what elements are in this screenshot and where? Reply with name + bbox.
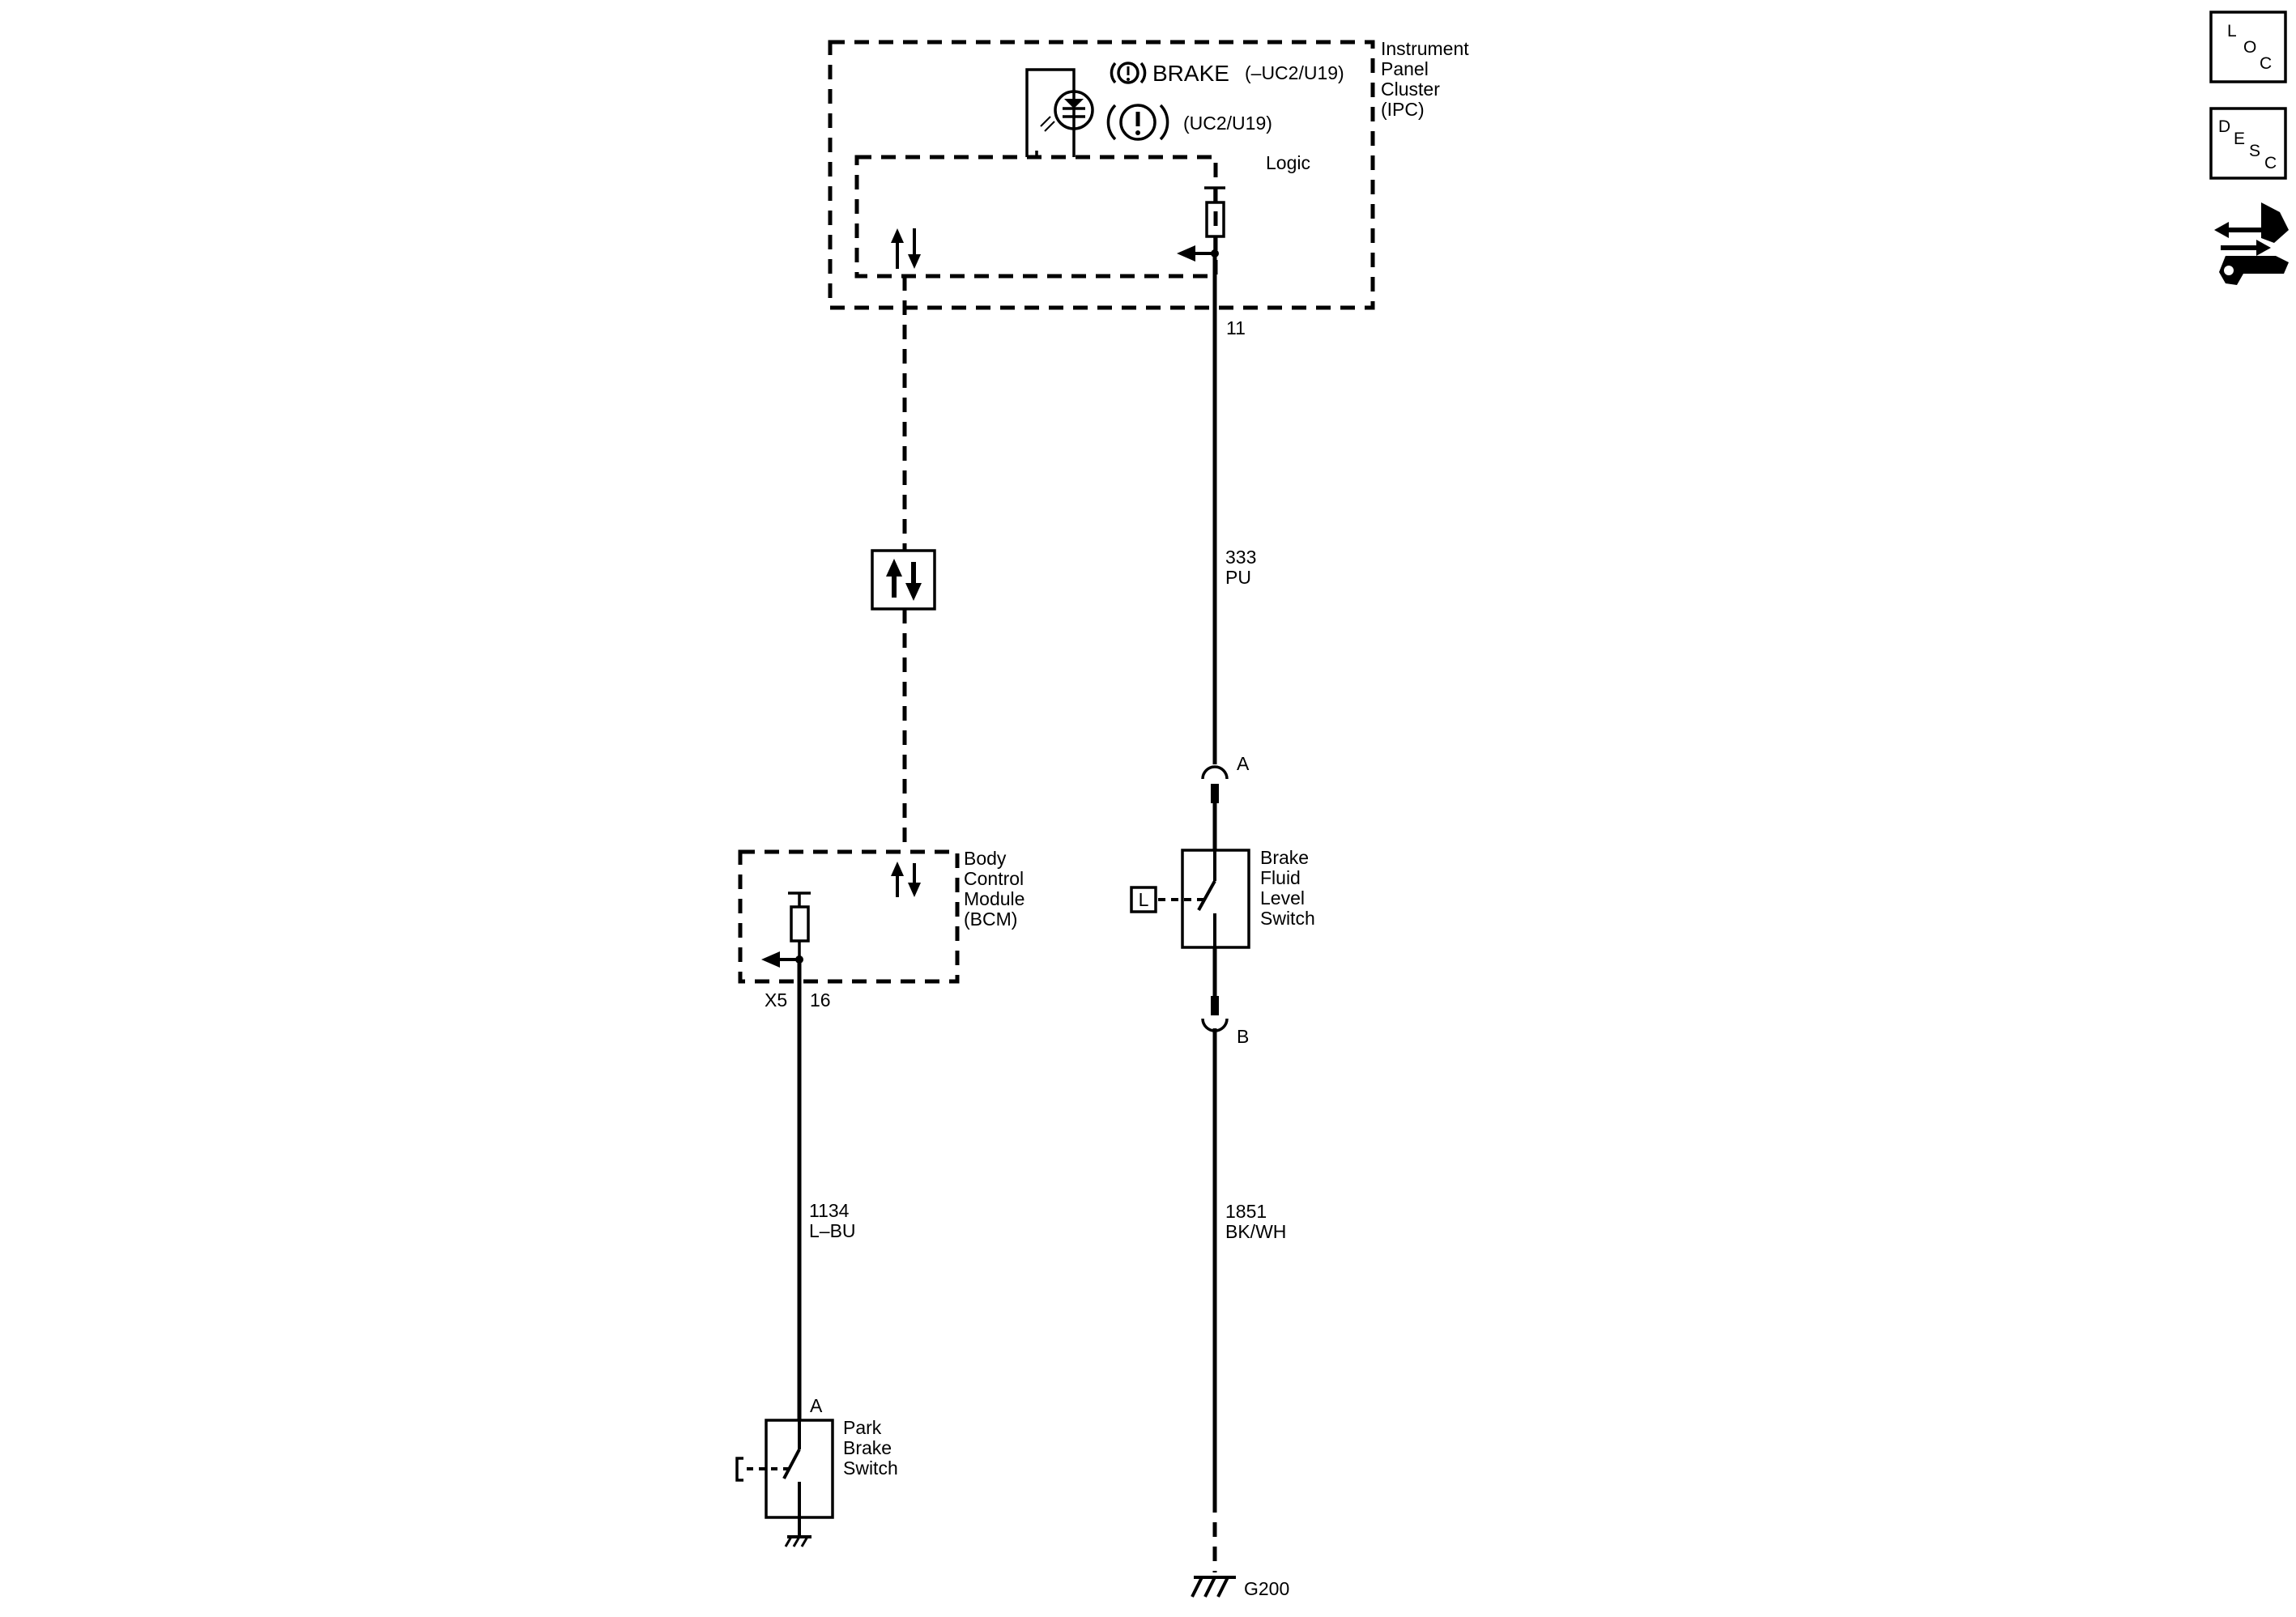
ipc-name: Instrument: [1381, 38, 1469, 59]
instrument-panel-cluster: Instrument Panel Cluster (IPC) Logic BRA…: [828, 38, 1469, 338]
switch-name: Switch: [843, 1457, 898, 1479]
indicator2-option: (UC2/U19): [1183, 113, 1272, 134]
ground-g200: G200: [1191, 1576, 1289, 1599]
switch-pin: A: [810, 1395, 823, 1416]
pedal-bracket: [735, 1457, 743, 1482]
bcm-input-circuit: [761, 891, 811, 968]
bcm-outline: [738, 849, 960, 984]
brake-indicator-lamp: [1025, 68, 1094, 157]
ipc-input-circuit: [1177, 186, 1225, 262]
loc-letter: L: [2227, 22, 2237, 40]
ground-name: G200: [1244, 1578, 1289, 1599]
ipc-name: Cluster: [1381, 79, 1440, 100]
brake-fluid-level-switch: A L Brake Fluid Level Switch B: [1130, 753, 1315, 1047]
indicator1-option: (–UC2/U19): [1245, 62, 1344, 83]
logic-label: Logic: [1266, 152, 1310, 173]
desc-letter: S: [2249, 142, 2260, 160]
wire-color: L–BU: [809, 1220, 856, 1241]
wire-circuit: 333: [1225, 547, 1256, 568]
connector-and-wrench-icon[interactable]: [2214, 202, 2289, 285]
ipc-outline: [828, 40, 1375, 310]
desc-letter: C: [2264, 154, 2277, 172]
wire-333: 333 PU: [1212, 253, 1256, 764]
wire-1851: 1851 BK/WH: [1212, 1028, 1286, 1572]
switch-name: Brake: [843, 1437, 892, 1458]
serial-data-icon: [891, 862, 921, 897]
wire-color: BK/WH: [1225, 1221, 1286, 1242]
switch-name: Park: [843, 1417, 882, 1438]
ipc-name: Panel: [1381, 58, 1429, 79]
switch-name: Level: [1260, 887, 1305, 908]
desc-letter: E: [2234, 130, 2245, 148]
desc-letter: D: [2218, 117, 2230, 136]
connector-a-female: [1201, 765, 1229, 780]
bcm-name: Module: [964, 888, 1024, 909]
switch-name: Brake: [1260, 847, 1309, 868]
loc-button[interactable]: L O C: [2209, 11, 2287, 83]
connector-pin-a: A: [1237, 753, 1250, 774]
ipc-pin: 11: [1226, 317, 1246, 338]
bcm-name: (BCM): [964, 908, 1017, 930]
brake-indicator-text: BRAKE: [1152, 61, 1229, 86]
brake-warning-large-icon: [1106, 104, 1169, 141]
switch-name: Fluid: [1260, 867, 1301, 888]
brake-warning-icon: [1110, 62, 1147, 84]
ipc-name: (IPC): [1381, 99, 1425, 120]
body-control-module: Body Control Module (BCM) X5 16: [738, 848, 1024, 1011]
serial-data-icon: [891, 228, 921, 269]
switch-name: Switch: [1260, 908, 1315, 929]
wire-1134: 1134 L–BU: [797, 960, 856, 1420]
location-letter: L: [1139, 889, 1149, 910]
bcm-name: Body: [964, 848, 1007, 869]
wire-color: PU: [1225, 567, 1251, 588]
serial-data-symbol: [871, 549, 936, 611]
connector-b-male: [1211, 996, 1219, 1015]
serial-data-link: [871, 276, 936, 852]
connector-a-male: [1211, 784, 1219, 803]
bcm-pin: 16: [810, 989, 831, 1011]
wire-circuit: 1851: [1225, 1201, 1267, 1222]
case-ground-icon: [784, 1517, 811, 1547]
location-marker: [1130, 886, 1157, 913]
loc-letter: O: [2243, 38, 2256, 57]
wire-circuit: 1134: [809, 1200, 850, 1221]
bcm-connector: X5: [765, 989, 787, 1011]
loc-letter: C: [2260, 54, 2272, 73]
bcm-name: Control: [964, 868, 1024, 889]
connector-pin-b: B: [1237, 1026, 1249, 1047]
park-brake-switch: A Park Brake Switch: [735, 1395, 898, 1547]
desc-button[interactable]: D E S C: [2209, 107, 2287, 180]
